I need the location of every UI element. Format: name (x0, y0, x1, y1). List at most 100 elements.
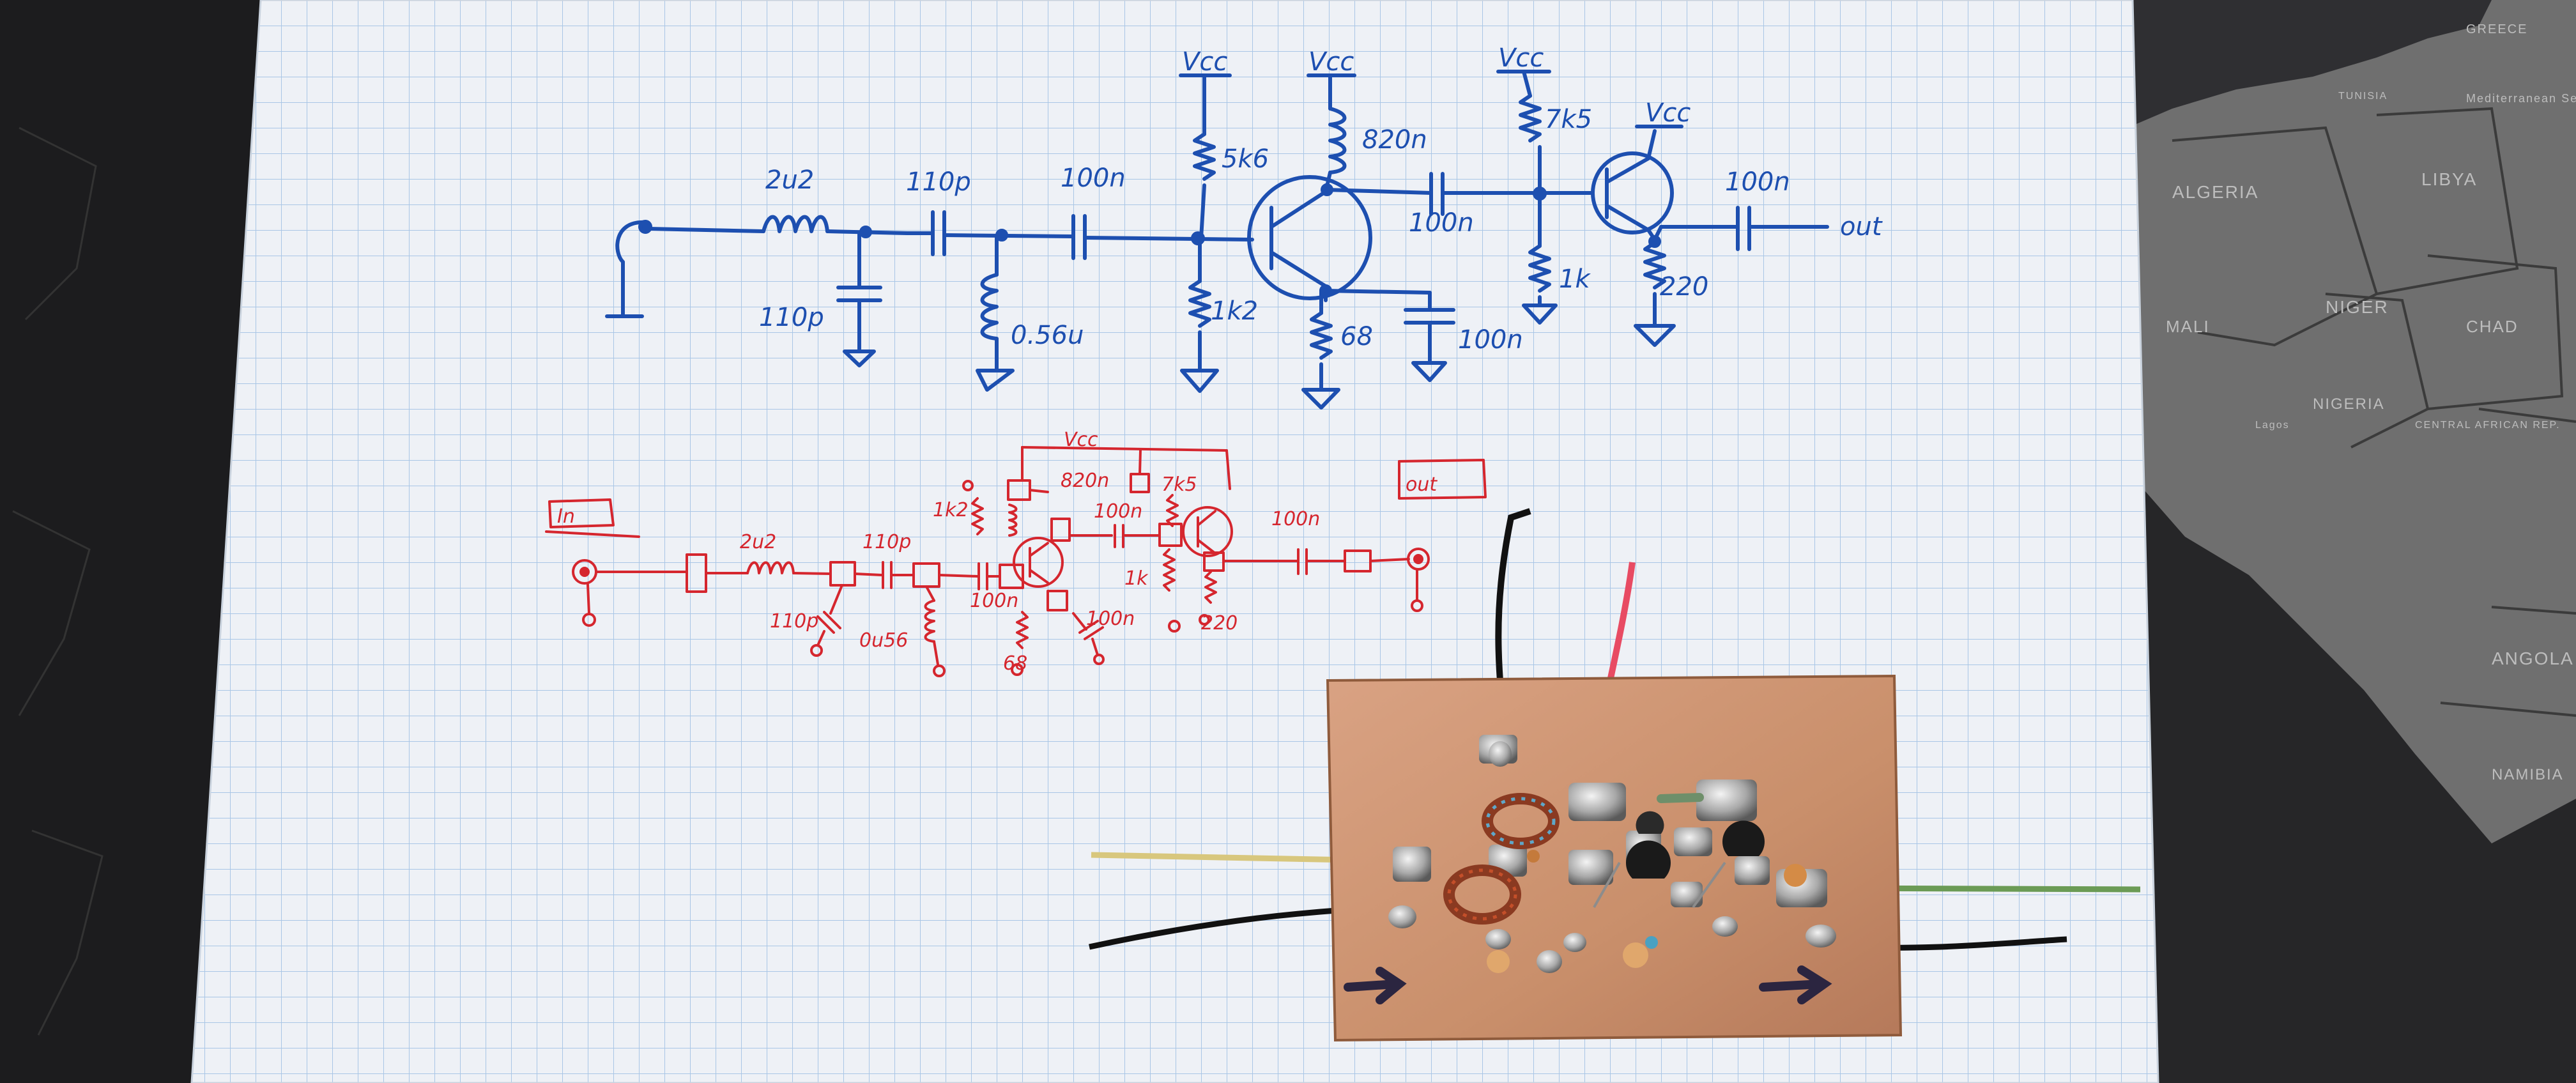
solder-pad (1485, 929, 1511, 949)
wire (938, 574, 979, 578)
cap-plate (1078, 620, 1099, 634)
wire (1369, 558, 1410, 562)
africa-landmass (2128, 0, 2576, 843)
transistor-q1-outline (1013, 537, 1064, 588)
wire-to-base (1083, 236, 1254, 242)
wire (1199, 183, 1206, 240)
label-100n-c3: 100n (1061, 164, 1126, 193)
wire (1646, 129, 1657, 160)
input-wire (647, 227, 765, 233)
wire (1091, 638, 1099, 656)
desk-texture-left (12, 127, 103, 1036)
label-220-red: 220 (1201, 612, 1238, 634)
solder-pad (1568, 850, 1613, 885)
inductor-820n (1328, 107, 1347, 174)
map-label-mediterranean: Mediterranean Sea (2466, 92, 2576, 105)
blue-schematic (605, 70, 1829, 410)
label-vcc-2: Vcc (1308, 47, 1354, 77)
label-1k2: 1k2 (1211, 296, 1258, 326)
transistor-2-collector (1605, 157, 1650, 184)
map-label-tunisia: TUNISIA (2338, 91, 2388, 102)
transistor-q1-collector (1029, 542, 1049, 557)
label-68-red: 68 (1003, 652, 1027, 675)
solder-pad (1674, 827, 1712, 856)
pcb-board (1326, 674, 1903, 1042)
label-820n: 820n (1362, 125, 1427, 155)
ground-pad (810, 644, 823, 657)
solder-pad (1563, 933, 1586, 952)
label-820n-red: 820n (1061, 470, 1109, 492)
label-100n-red-1: 100n (970, 590, 1018, 612)
wire (1029, 489, 1049, 493)
resistor-5k6 (1193, 132, 1216, 181)
solder-pad (1388, 905, 1416, 928)
wire (586, 583, 590, 615)
ground-symbol (976, 369, 1015, 392)
inductor-0u56 (924, 599, 935, 643)
ground-symbol (1180, 369, 1219, 393)
in-underline (545, 530, 640, 538)
wire (1072, 612, 1087, 631)
solder-pad (1735, 856, 1770, 885)
solder-pad (1568, 783, 1626, 821)
output-pad (1407, 548, 1430, 571)
component-lead (1692, 861, 1726, 909)
label-vcc-3: Vcc (1498, 43, 1544, 73)
inductor-820n (1008, 503, 1018, 537)
resistor-220 (1643, 241, 1666, 289)
arrow-left-icon (1344, 967, 1407, 1004)
wire (1225, 449, 1231, 490)
resistor-1k (1163, 548, 1176, 592)
wire (1653, 225, 1663, 242)
output-pad-center (1413, 554, 1423, 564)
wire (792, 572, 832, 575)
vcc-rail (1021, 446, 1228, 452)
junction-dot (995, 229, 1008, 242)
wire (1324, 289, 1432, 295)
map-label-car: CENTRAL AFRICAN REP. (2415, 420, 2561, 431)
map-label-namibia: NAMIBIA (2492, 766, 2564, 783)
solder-pad (1489, 741, 1512, 767)
pad (1050, 518, 1071, 542)
transistor-2-body (1591, 151, 1674, 234)
resistor-7k5 (1519, 94, 1542, 142)
label-in: In (557, 505, 575, 528)
wire (854, 572, 883, 576)
ground-symbol (843, 349, 876, 367)
pad (999, 564, 1024, 589)
wire (816, 630, 825, 647)
transistor-1-collector (1269, 190, 1328, 229)
label-2u2-red: 2u2 (740, 531, 776, 553)
ceramic-capacitor (1645, 936, 1658, 949)
label-110p-shunt: 110p (759, 303, 824, 332)
label-vcc-4: Vcc (1645, 98, 1690, 128)
solder-pad (1537, 950, 1562, 973)
ground-symbol (1411, 361, 1447, 382)
label-110p-shunt-red: 110p (770, 610, 818, 633)
resistor-220 (1204, 571, 1217, 604)
label-100n-red-3: 100n (1086, 608, 1135, 630)
transistor-small (1636, 811, 1664, 834)
map-label-angola: ANGOLA (2492, 649, 2574, 668)
map-label-greece: GREECE (2466, 22, 2527, 36)
arrow-right-icon (1759, 965, 1832, 1004)
map-label-lagos: Lagos (2255, 420, 2290, 431)
wire (925, 585, 935, 602)
ground-pad (1011, 663, 1023, 676)
resistor-1k2 (1188, 279, 1211, 328)
solder-pad (1393, 847, 1431, 882)
solder-pad (1712, 916, 1738, 937)
junction-dot (1533, 187, 1547, 201)
resistor-68 (1016, 611, 1029, 649)
ground-pad (933, 664, 946, 677)
cap-plate (823, 611, 841, 629)
red-labels: In out Vcc 2u2 110p 110p 0u56 1k2 100n 8… (557, 429, 1438, 675)
wire (942, 233, 1075, 238)
copper-pcb (1089, 508, 2141, 1042)
label-100n-red-2: 100n (1094, 500, 1142, 523)
label-100n-bypass: 100n (1458, 325, 1523, 355)
label-68: 68 (1340, 322, 1373, 351)
wire (829, 584, 843, 615)
transistor-1-emitter (1269, 250, 1328, 288)
map-label-chad: CHAD (2466, 317, 2518, 336)
